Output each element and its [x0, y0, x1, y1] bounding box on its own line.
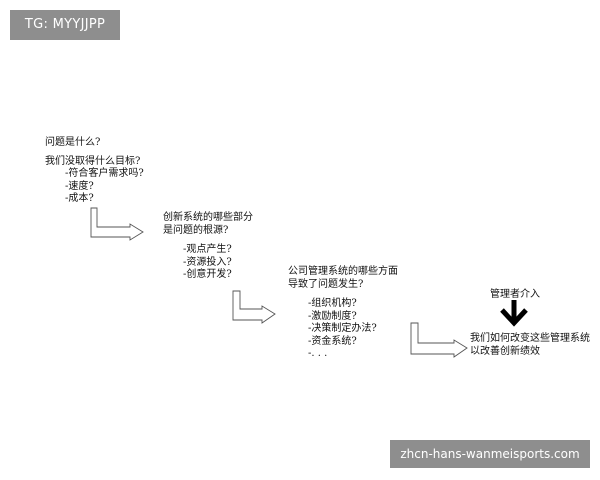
step3-item: -组织机构? — [308, 298, 357, 309]
step3-item: -决策制定办法? — [308, 323, 377, 334]
step3-item: -激励制度? — [308, 310, 357, 322]
step3-title: 导致了问题发生? — [288, 278, 364, 290]
step2-title: 是问题的根源? — [163, 224, 229, 236]
step1-item: -速度? — [65, 180, 94, 192]
step1-subtitle: 我们没取得什么目标? — [45, 155, 141, 167]
watermark-bottom: zhcn-hans-wanmeisports.com — [390, 440, 590, 468]
step-arrow-3 — [410, 322, 468, 358]
watermark-top: TG: MYYJJPP — [10, 10, 120, 40]
step1-item: -符合客户需求吗? — [65, 168, 144, 179]
step1-block: 问题是什么? 我们没取得什么目标? -符合客户需求吗? -速度? -成本? — [45, 137, 144, 206]
step2-item: -观点产生? — [183, 244, 232, 255]
step2-title: 创新系统的哪些部分 — [163, 212, 253, 223]
step4-line: 我们如何改变这些管理系统 — [470, 333, 590, 344]
step2-item: -资源投入? — [183, 256, 232, 268]
step2-block: 创新系统的哪些部分 是问题的根源? -观点产生? -资源投入? -创意开发? — [163, 212, 253, 282]
step3-item: -. . . — [308, 348, 328, 359]
step4-line: 以改善创新绩效 — [470, 345, 540, 357]
step-arrow-2 — [232, 290, 276, 324]
step-arrow-1 — [90, 207, 144, 241]
step3-block: 公司管理系统的哪些方面 导致了问题发生? -组织机构? -激励制度? -决策制定… — [288, 266, 398, 361]
step2-item: -创意开发? — [183, 269, 232, 280]
down-arrow-icon — [500, 300, 528, 327]
step1-title: 问题是什么? — [45, 137, 101, 148]
step3-item: -资金系统? — [308, 335, 357, 347]
manager-intervention-label: 管理者介入 — [490, 289, 540, 300]
step4-block: 我们如何改变这些管理系统 以改善创新绩效 — [470, 333, 590, 358]
step3-title: 公司管理系统的哪些方面 — [288, 266, 398, 277]
step1-item: -成本? — [65, 193, 94, 204]
